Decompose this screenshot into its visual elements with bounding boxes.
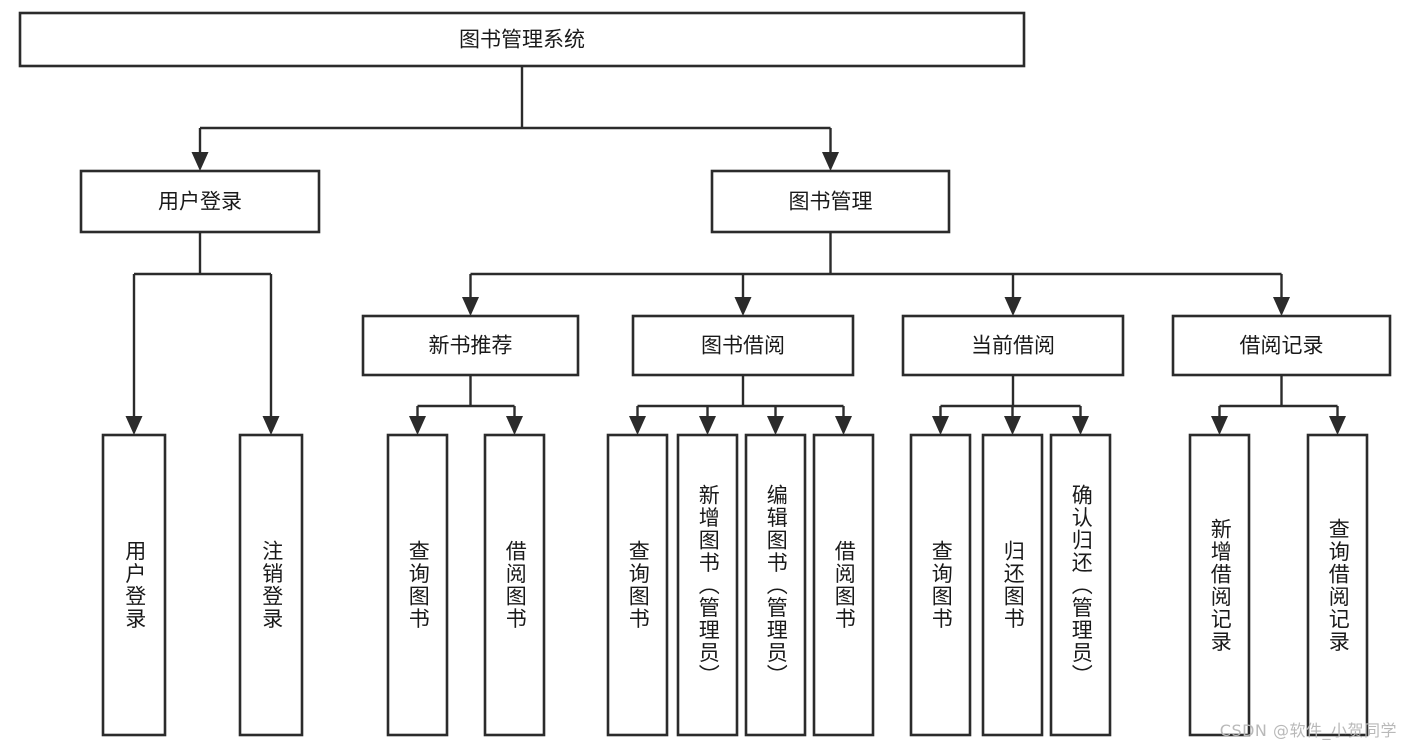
connector-arrowhead <box>191 152 209 171</box>
node-rect[interactable] <box>744 433 807 737</box>
connector-arrowhead <box>125 416 143 435</box>
node-rect[interactable] <box>710 169 951 234</box>
connector-arrowhead <box>734 297 752 316</box>
node-leaf-edit-book[interactable] <box>744 433 807 737</box>
connector-arrowhead <box>506 416 523 435</box>
connector-arrowhead <box>629 416 646 435</box>
connector-arrowhead <box>1273 297 1290 316</box>
node-label: 新书推荐 <box>429 334 513 358</box>
connector-arrowhead <box>835 416 852 435</box>
node-rect[interactable] <box>901 314 1125 377</box>
node-leaf-user-logout[interactable] <box>238 433 304 737</box>
node-leaf-user-login[interactable] <box>101 433 167 737</box>
node-rect[interactable] <box>361 314 580 377</box>
node-leaf-query-record[interactable] <box>1306 433 1369 737</box>
node-label: 用户登录 <box>158 190 242 214</box>
node-label: 借阅记录 <box>1240 334 1324 358</box>
connectors-layer <box>125 66 1346 435</box>
node-rect[interactable] <box>79 169 321 234</box>
node-rect[interactable] <box>812 433 875 737</box>
node-leaf-borrow-book-2[interactable] <box>812 433 875 737</box>
node-rect[interactable] <box>1306 433 1369 737</box>
node-borrow-record[interactable]: 借阅记录 <box>1171 314 1392 377</box>
connector-arrowhead <box>1072 416 1089 435</box>
node-rect[interactable] <box>981 433 1044 737</box>
node-leaf-add-record[interactable] <box>1188 433 1251 737</box>
node-label: 图书管理 <box>789 190 873 214</box>
connector-arrowhead <box>767 416 784 435</box>
node-book-borrow[interactable]: 图书借阅 <box>631 314 855 377</box>
node-leaf-query-book-1[interactable] <box>386 433 449 737</box>
node-leaf-query-book-3[interactable] <box>909 433 972 737</box>
node-book-manage[interactable]: 图书管理 <box>710 169 951 234</box>
connector-arrowhead <box>1004 297 1022 316</box>
node-new-book-rec[interactable]: 新书推荐 <box>361 314 580 377</box>
connector-arrowhead <box>822 152 839 171</box>
node-leaf-borrow-book-1[interactable] <box>483 433 546 737</box>
node-leaf-confirm-return[interactable] <box>1049 433 1112 737</box>
node-rect[interactable] <box>1171 314 1392 377</box>
node-rect[interactable] <box>1049 433 1112 737</box>
node-rect[interactable] <box>1188 433 1251 737</box>
node-current-borrow[interactable]: 当前借阅 <box>901 314 1125 377</box>
node-rect[interactable] <box>909 433 972 737</box>
node-root[interactable]: 图书管理系统 <box>18 11 1026 68</box>
node-rect[interactable] <box>631 314 855 377</box>
node-rect[interactable] <box>238 433 304 737</box>
node-label: 当前借阅 <box>971 334 1055 358</box>
connector-arrowhead <box>1211 416 1228 435</box>
node-rect[interactable] <box>676 433 739 737</box>
node-rect[interactable] <box>18 11 1026 68</box>
connector-arrowhead <box>262 416 280 435</box>
node-label: 图书管理系统 <box>459 28 585 52</box>
node-leaf-return-book[interactable] <box>981 433 1044 737</box>
node-leaf-query-book-2[interactable] <box>606 433 669 737</box>
connector-arrowhead <box>699 416 716 435</box>
watermark-text: CSDN @软件_小贺同学 <box>1219 721 1397 740</box>
connector-arrowhead <box>932 416 949 435</box>
node-rect[interactable] <box>386 433 449 737</box>
connector-arrowhead <box>1329 416 1346 435</box>
node-rect[interactable] <box>483 433 546 737</box>
connector-arrowhead <box>462 297 479 316</box>
node-label: 图书借阅 <box>701 334 785 358</box>
connector-arrowhead <box>409 416 426 435</box>
node-rect[interactable] <box>101 433 167 737</box>
node-user-login[interactable]: 用户登录 <box>79 169 321 234</box>
connector-arrowhead <box>1004 416 1021 435</box>
node-rect[interactable] <box>606 433 669 737</box>
node-leaf-add-book[interactable] <box>676 433 739 737</box>
